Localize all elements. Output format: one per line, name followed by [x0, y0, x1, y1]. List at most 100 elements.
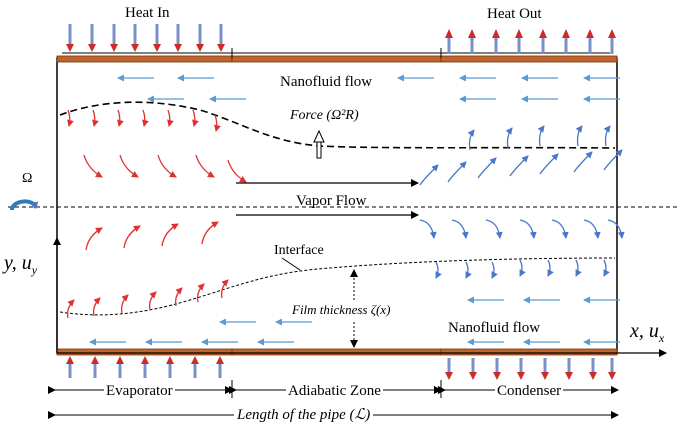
vapor-flow-label: Vapor Flow — [296, 193, 367, 209]
heat-arrow-icon — [445, 29, 453, 38]
flow-arrow-icon — [519, 259, 526, 277]
heat-arrow-icon — [586, 29, 594, 38]
heat-arrow-icon — [91, 356, 99, 364]
top-wall-evaporator — [56, 55, 233, 63]
interface-label: Interface — [274, 243, 324, 258]
heat-arrow-icon — [166, 356, 174, 364]
flow-arrow-icon — [120, 294, 129, 314]
force-arrow-head — [313, 129, 325, 143]
top-wall-adiabatic — [231, 55, 442, 63]
flow-arrow-icon — [119, 154, 139, 178]
top-wall-condenser — [440, 55, 618, 63]
heat-arrow-icon — [541, 372, 549, 380]
heat-arrow-icon — [141, 356, 149, 364]
flow-arrow-icon — [583, 219, 601, 239]
flow-arrow-icon — [451, 219, 469, 239]
flow-arrow-icon — [227, 159, 247, 183]
flow-arrow-icon — [537, 125, 545, 147]
flow-arrow-icon — [467, 129, 475, 151]
flow-arrow-icon — [607, 219, 625, 239]
interface-leader — [281, 257, 301, 271]
heat-arrow-icon — [216, 356, 224, 364]
flow-arrow-icon — [477, 157, 497, 179]
heat-arrow-icon — [66, 356, 74, 364]
flow-arrow-icon — [142, 109, 149, 127]
bottom-interface — [59, 257, 616, 316]
flow-arrow-icon — [603, 149, 623, 171]
heat-arrow-icon — [191, 356, 199, 364]
heat-arrow-icon — [217, 44, 225, 52]
heat-arrow-icon — [562, 29, 570, 38]
heat-arrow-icon — [196, 44, 204, 52]
nanofluid-flow-top-label: Nanofluid flow — [280, 74, 373, 90]
flow-arrow-icon — [547, 259, 554, 277]
heat-arrow-icon — [153, 44, 161, 52]
flow-arrow-icon — [117, 109, 124, 127]
omega-label: Ω — [22, 171, 33, 186]
heat-arrow-icon — [515, 29, 523, 38]
y-axis-label-text: y, u — [4, 252, 32, 274]
flow-arrow-icon — [92, 297, 101, 317]
bottom-wall-evaporator — [56, 348, 233, 356]
flow-arrow-icon — [447, 161, 467, 183]
heat-arrow-icon — [608, 29, 616, 38]
flow-arrow-icon — [539, 153, 559, 175]
heat-arrow-icon — [66, 44, 74, 52]
x-axis-label-subscript: x — [658, 331, 665, 345]
flow-arrow-icon — [505, 127, 513, 149]
heat-in-label: Heat In — [125, 5, 170, 21]
rotation-arrow-icon — [10, 199, 39, 211]
flow-arrow-icon — [201, 221, 219, 245]
flow-arrow-icon — [83, 154, 103, 178]
flow-arrow-icon — [192, 109, 199, 127]
heat-arrow-icon — [589, 372, 597, 380]
condenser-label: Condenser — [495, 383, 564, 399]
flow-arrow-icon — [123, 225, 141, 249]
flow-arrow-icon — [575, 259, 582, 277]
y-axis-label-subscript: y — [31, 263, 38, 277]
adiabatic-zone-label: Adiabatic Zone — [286, 383, 383, 399]
flow-arrow-icon — [491, 261, 498, 279]
flow-arrow-icon — [92, 109, 99, 127]
flow-arrow-icon — [551, 219, 569, 239]
flow-arrow-icon — [575, 125, 583, 147]
heat-arrow-icon — [110, 44, 118, 52]
flow-arrow-icon — [174, 287, 183, 307]
heat-arrow-icon — [116, 356, 124, 364]
force-label: Force (Ω²R) — [290, 108, 359, 123]
heat-arrow-icon — [565, 372, 573, 380]
pipe-length-label: Length of the pipe (ℒ) — [234, 408, 374, 423]
flow-arrow-icon — [519, 219, 537, 239]
evaporator-label: Evaporator — [104, 383, 175, 399]
flow-arrow-icon — [603, 259, 610, 277]
heat-arrow-icon — [469, 372, 477, 380]
nanofluid-flow-bottom-label: Nanofluid flow — [448, 320, 541, 336]
flow-arrow-icon — [148, 291, 157, 311]
flow-arrow-icon — [67, 109, 74, 127]
flow-arrow-icon — [603, 125, 611, 147]
heat-arrow-icon — [174, 44, 182, 52]
flow-arrow-icon — [167, 109, 174, 127]
heat-arrow-icon — [493, 372, 501, 380]
heat-arrow-icon — [608, 372, 616, 380]
bottom-wall-adiabatic — [231, 348, 442, 356]
flow-arrow-icon — [419, 219, 437, 239]
flow-arrow-icon — [66, 299, 75, 319]
flow-arrow-icon — [214, 114, 221, 132]
flow-arrow-icon — [573, 151, 593, 173]
heat-arrow-icon — [88, 44, 96, 52]
force-arrow-shaft — [316, 140, 322, 159]
heat-arrow-icon — [445, 372, 453, 380]
flow-arrow-icon — [85, 227, 103, 251]
flow-arrow-icon — [485, 219, 503, 239]
flow-arrow-icon — [157, 154, 177, 178]
heat-arrow-icon — [539, 29, 547, 38]
flow-arrow-icon — [435, 261, 442, 279]
flow-arrow-icon — [195, 154, 215, 178]
heat-out-label: Heat Out — [487, 6, 542, 22]
x-axis-label: x, ux — [630, 321, 664, 344]
flow-arrow-icon — [161, 223, 179, 247]
heat-arrow-icon — [492, 29, 500, 38]
